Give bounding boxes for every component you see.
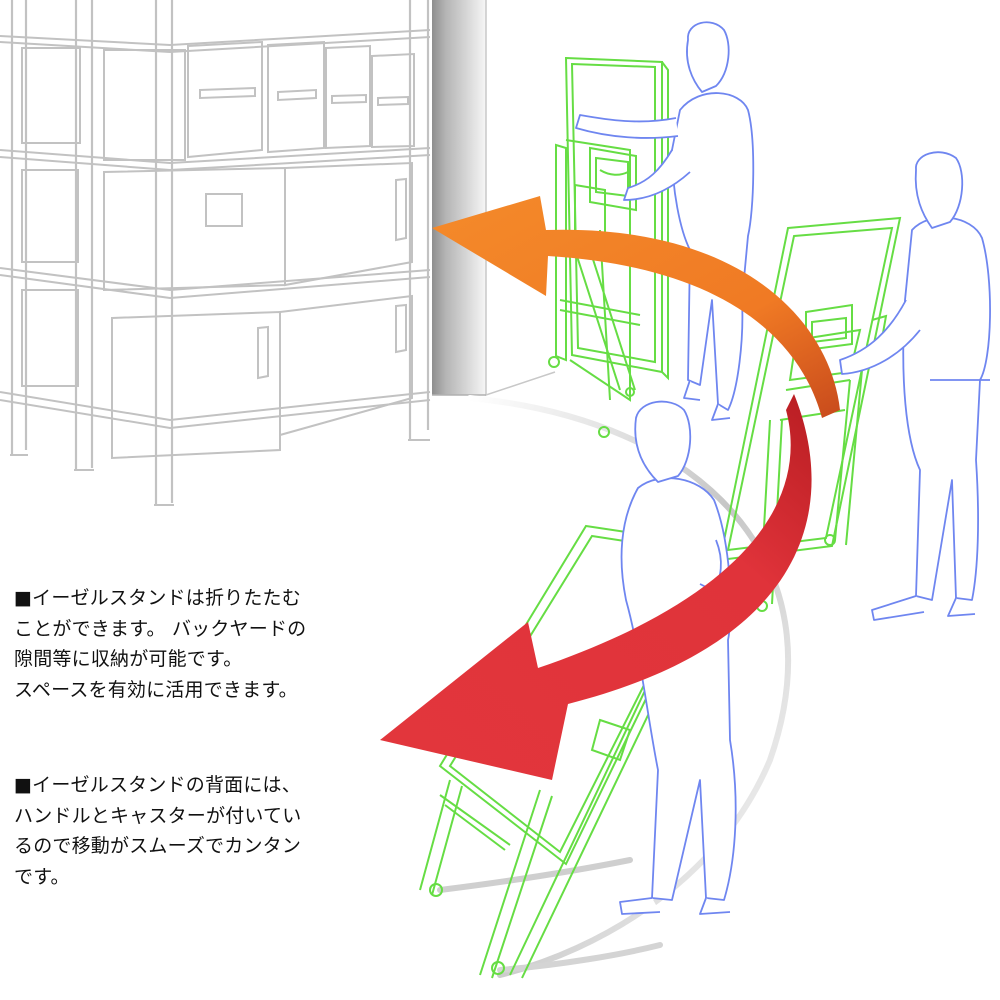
arrow-upper [432, 196, 840, 418]
note-line: ■イーゼルスタンドは折りたたむ [14, 587, 301, 609]
curved-arrow-left-icon [432, 196, 840, 418]
feature-note-folding: ■イーゼルスタンドは折りたたむ ことができます。 バックヤードの 隙間等に収納が… [14, 583, 344, 705]
storage-shelf [0, 0, 431, 506]
note-line: ■イーゼルスタンドの背面には、 [14, 774, 301, 796]
note-line: です。 [14, 865, 70, 888]
feature-note-casters: ■イーゼルスタンドの背面には、 ハンドルとキャスターが付いてい るので移動がスム… [14, 770, 344, 892]
floor-arc-shadow [437, 857, 633, 893]
note-line: 隙間等に収納が可能です。 [14, 648, 243, 670]
person-front [619, 400, 737, 915]
note-line: ハンドルとキャスターが付いてい [14, 804, 302, 827]
note-line: ことができます。 バックヤードの [14, 617, 307, 640]
curved-arrow-left-icon [380, 394, 812, 780]
person-right [839, 151, 991, 621]
note-line: スペースを有効に活用できます。 [14, 678, 298, 701]
arrow-lower [380, 394, 812, 780]
wall-shadow [432, 0, 486, 395]
note-line: るので移動がスムーズでカンタン [14, 835, 302, 857]
person-top [575, 21, 755, 421]
backyard-wall [432, 0, 556, 397]
wall-edge [485, 0, 556, 397]
easel-stand-middle [718, 216, 902, 612]
